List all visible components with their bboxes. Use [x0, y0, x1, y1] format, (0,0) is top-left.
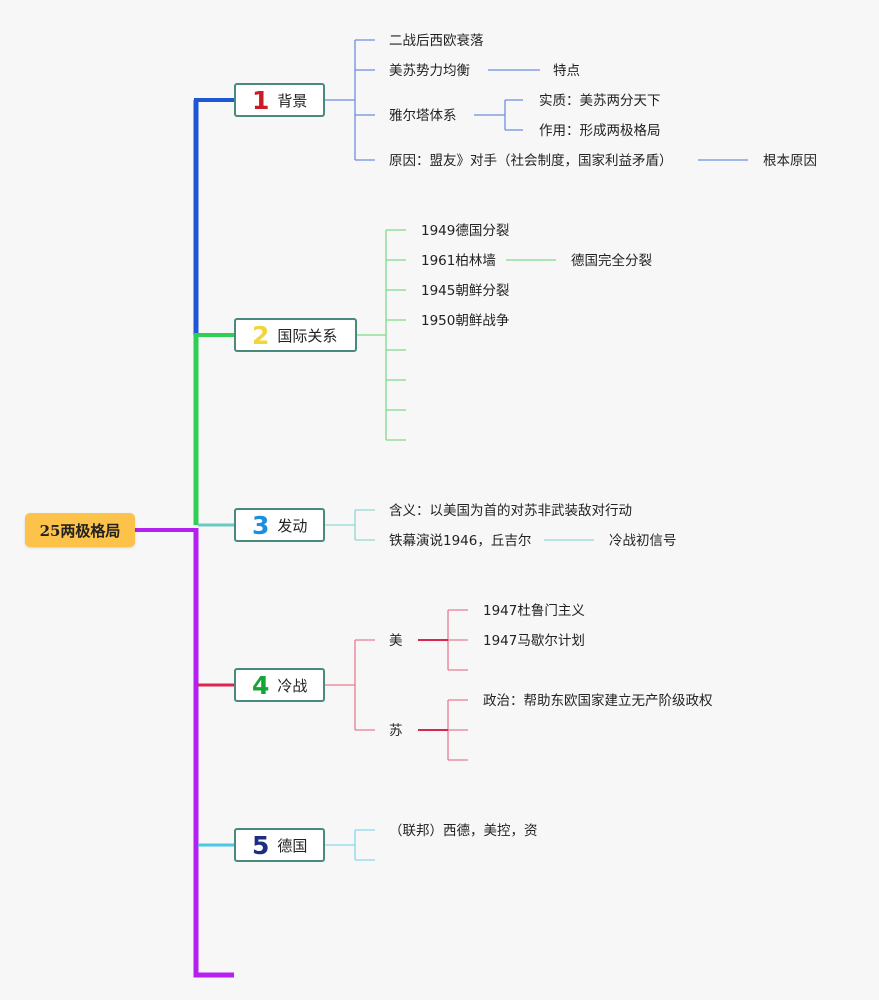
branch1-lines — [325, 39, 748, 161]
leaf-subtopic[interactable]: 1947马歇尔计划 — [483, 633, 585, 649]
root-topic[interactable]: 25两极格局 — [25, 513, 135, 547]
branch-label: 德国 — [277, 836, 308, 855]
branch-node-international-relations[interactable]: 2 国际关系 — [234, 318, 357, 352]
branch5-lines — [325, 829, 375, 861]
leaf-topic[interactable]: （联邦）西德，美控，资 — [389, 823, 538, 839]
branch-node-launch[interactable]: 3 发动 — [234, 508, 325, 542]
leaf-topic[interactable]: 1950朝鲜战争 — [421, 313, 510, 329]
leaf-subtopic[interactable]: 作用：形成两极格局 — [539, 123, 661, 139]
branch2-lines — [356, 229, 556, 441]
leaf-group-ussr[interactable]: 苏 — [389, 723, 403, 739]
number-3-icon: 3 — [252, 510, 270, 540]
branch-label: 发动 — [277, 516, 308, 535]
number-1-icon: 1 — [252, 85, 270, 115]
leaf-topic[interactable]: 含义：以美国为首的对苏非武装敌对行动 — [389, 503, 632, 519]
branch-node-germany[interactable]: 5 德国 — [234, 828, 325, 862]
branch-label: 国际关系 — [277, 326, 338, 345]
leaf-subtopic[interactable]: 德国完全分裂 — [571, 253, 652, 269]
leaf-topic[interactable]: 铁幕演说1946，丘吉尔 — [389, 533, 532, 549]
number-5-icon: 5 — [252, 830, 270, 860]
branch4-group-lines — [418, 639, 448, 731]
branch3-lines — [325, 509, 594, 541]
leaf-topic[interactable]: 1949德国分裂 — [421, 223, 510, 239]
trunk-purple — [193, 528, 234, 978]
number-2-icon: 2 — [252, 320, 270, 350]
leaf-topic[interactable]: 美苏势力均衡 — [389, 63, 470, 79]
branch-node-cold-war[interactable]: 4 冷战 — [234, 668, 325, 702]
branch-node-background[interactable]: 1 背景 — [234, 83, 325, 117]
branch-label: 背景 — [277, 91, 308, 110]
leaf-topic[interactable]: 二战后西欧衰落 — [389, 33, 484, 49]
number-4-icon: 4 — [252, 670, 270, 700]
leaf-subtopic[interactable]: 冷战初信号 — [609, 533, 677, 549]
leaf-subtopic[interactable]: 1947杜鲁门主义 — [483, 603, 585, 619]
leaf-topic[interactable]: 雅尔塔体系 — [389, 108, 457, 124]
leaf-topic[interactable]: 1961柏林墙 — [421, 253, 496, 269]
branch-label: 冷战 — [277, 676, 308, 695]
leaf-subtopic[interactable]: 实质：美苏两分天下 — [539, 93, 661, 109]
leaf-subtopic[interactable]: 特点 — [553, 63, 580, 79]
leaf-subtopic[interactable]: 根本原因 — [763, 153, 817, 169]
leaf-topic[interactable]: 1945朝鲜分裂 — [421, 283, 510, 299]
leaf-topic[interactable]: 原因：盟友》对手（社会制度，国家利益矛盾） — [389, 153, 673, 169]
leaf-group-us[interactable]: 美 — [389, 633, 403, 649]
leaf-subtopic[interactable]: 政治：帮助东欧国家建立无产阶级政权 — [483, 693, 713, 709]
